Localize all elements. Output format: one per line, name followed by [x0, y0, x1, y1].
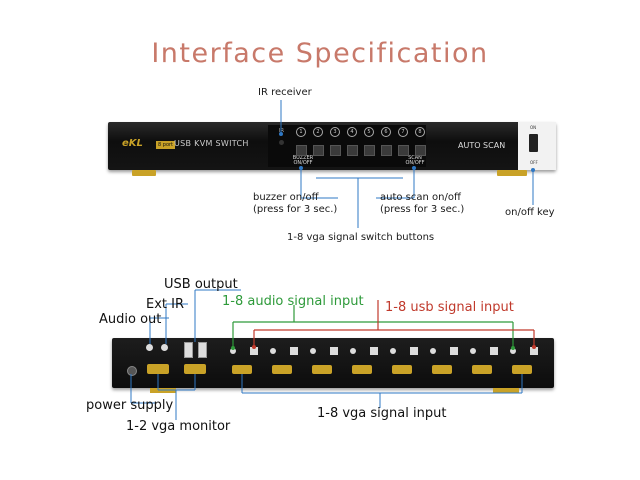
- audio-out-callout: Audio out: [99, 312, 162, 327]
- port-number-6: 6: [381, 127, 391, 137]
- port-button-4[interactable]: [347, 145, 358, 156]
- vga-in-port-4: [352, 365, 372, 374]
- usb-in-port-2: [290, 347, 298, 355]
- power-supply-callout: power supply: [86, 398, 174, 413]
- audio-in-jack-6: [430, 348, 436, 354]
- audio-input-callout: 1-8 audio signal input: [222, 294, 364, 309]
- vga-monitor-port-1: [147, 364, 169, 374]
- port-button-1[interactable]: [296, 145, 307, 156]
- autoscan-callout-line2: (press for 3 sec.): [380, 204, 465, 215]
- audio-in-jack-8: [510, 348, 516, 354]
- vga-in-port-8: [512, 365, 532, 374]
- usb-in-port-8: [530, 347, 538, 355]
- buzzer-callout-line1: buzzer on/off: [253, 192, 319, 203]
- model-badge: 8 port: [156, 141, 176, 149]
- vga-in-port-7: [472, 365, 492, 374]
- audio-in-jack-2: [270, 348, 276, 354]
- usb-output-callout: USB output: [164, 277, 238, 292]
- ir-receiver-window: [279, 140, 284, 145]
- front-foot-left: [132, 170, 156, 176]
- usb-in-port-4: [370, 347, 378, 355]
- front-foot-right: [497, 170, 527, 176]
- port-number-7: 7: [398, 127, 408, 137]
- audio-in-jack-7: [470, 348, 476, 354]
- port-number-3: 3: [330, 127, 340, 137]
- brand-logo: eKL: [122, 138, 143, 149]
- vga-in-port-1: [232, 365, 252, 374]
- audio-out-jack: [146, 344, 153, 351]
- usb-output-port-2: [198, 342, 207, 358]
- auto-scan-label: AUTO SCAN: [458, 141, 506, 150]
- port-button-3[interactable]: [330, 145, 341, 156]
- vga-in-port-3: [312, 365, 332, 374]
- port-number-4: 4: [347, 127, 357, 137]
- port-number-8: 8: [415, 127, 425, 137]
- port-button-5[interactable]: [364, 145, 375, 156]
- usb-in-port-7: [490, 347, 498, 355]
- audio-in-jack-4: [350, 348, 356, 354]
- buzzer-callout-line2: (press for 3 sec.): [253, 204, 338, 215]
- audio-in-jack-5: [390, 348, 396, 354]
- vga-in-port-6: [432, 365, 452, 374]
- vga-input-callout: 1-8 vga signal input: [317, 406, 447, 421]
- port-button-7[interactable]: [398, 145, 409, 156]
- ir-receiver-callout: IR receiver: [258, 87, 312, 98]
- scan-label: SCAN ON/OFF: [405, 155, 425, 166]
- buzzer-callout: buzzer on/off (press for 3 sec.): [253, 192, 337, 216]
- switch-on-label: ON: [530, 125, 537, 130]
- ext-ir-callout: Ext IR: [146, 297, 185, 312]
- power-switch[interactable]: [529, 134, 538, 152]
- audio-in-jack-1: [230, 348, 236, 354]
- autoscan-callout: auto scan on/off (press for 3 sec.): [380, 192, 464, 216]
- buzzer-label: BUZZER ON/OFF: [292, 155, 314, 166]
- ext-ir-jack: [161, 344, 168, 351]
- page-title: Interface Specification: [151, 38, 489, 69]
- switch-buttons-callout: 1-8 vga signal switch buttons: [287, 232, 435, 243]
- port-button-2[interactable]: [313, 145, 324, 156]
- vga-in-port-2: [272, 365, 292, 374]
- rear-foot-right: [493, 388, 519, 393]
- port-number-1: 1: [296, 127, 306, 137]
- power-switch-area: ON OFF: [518, 122, 556, 170]
- usb-in-port-5: [410, 347, 418, 355]
- port-number-5: 5: [364, 127, 374, 137]
- vga-monitor-port-2: [184, 364, 206, 374]
- model-text: USB KVM SWITCH: [174, 139, 249, 148]
- switch-off-label: OFF: [530, 160, 538, 165]
- usb-output-port-1: [184, 342, 193, 358]
- usb-in-port-3: [330, 347, 338, 355]
- usb-in-port-6: [450, 347, 458, 355]
- usb-in-port-1: [250, 347, 258, 355]
- usb-input-callout: 1-8 usb signal input: [385, 300, 514, 315]
- vga-in-port-5: [392, 365, 412, 374]
- port-number-2: 2: [313, 127, 323, 137]
- onoff-key-callout: on/off key: [505, 207, 555, 218]
- audio-in-jack-3: [310, 348, 316, 354]
- port-button-6[interactable]: [381, 145, 392, 156]
- power-jack: [127, 366, 137, 376]
- autoscan-callout-line1: auto scan on/off: [380, 192, 461, 203]
- port-button-8[interactable]: [415, 145, 426, 156]
- vga-monitor-callout: 1-2 vga monitor: [126, 419, 231, 434]
